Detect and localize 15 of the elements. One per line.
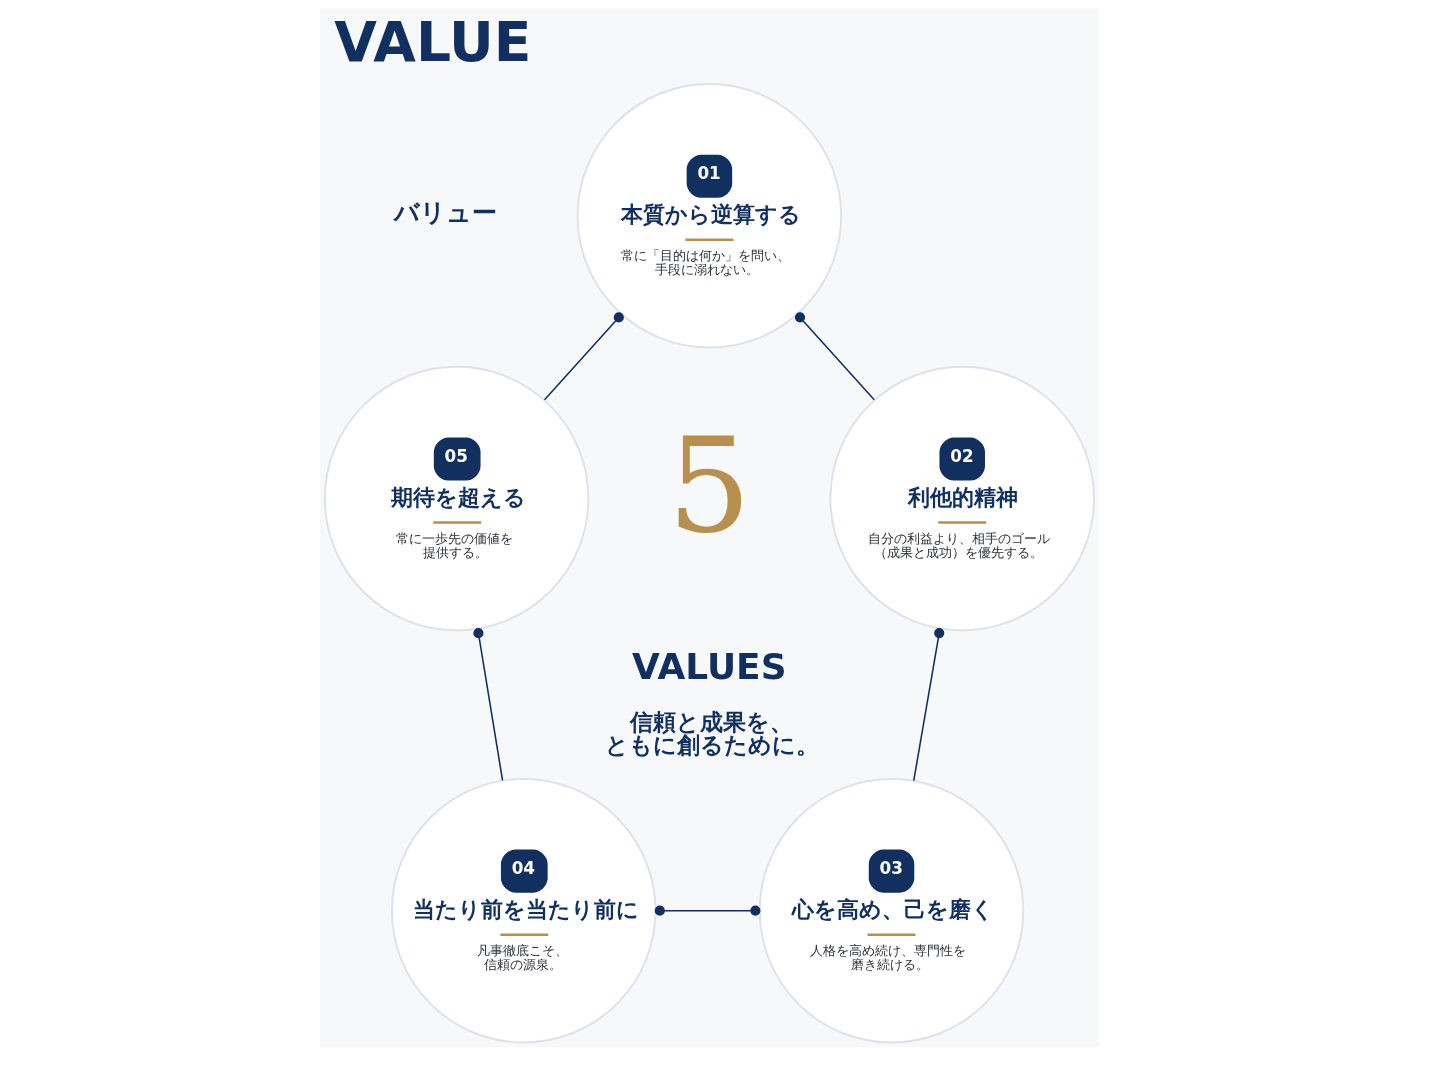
connector — [654, 905, 760, 916]
label: 信頼と成果を、ともに創るために。 — [604, 709, 819, 758]
node-circle: 05 期待を超える 常に一歩先の価値を提供する。 — [323, 365, 589, 632]
diagram-title: VALUE — [333, 9, 531, 74]
node-circle: 04 当たり前を当たり前に 凡事徹底こそ、信頼の源泉。 — [390, 777, 656, 1044]
connector — [912, 628, 944, 782]
connector — [794, 312, 875, 401]
node-circle: 03 心を高め、己を磨く 人格を高め続け、専門性を磨き続ける。 — [758, 777, 1024, 1044]
label: バリュー — [393, 197, 497, 227]
node-circle: 02 利他的精神 自分の利益より、相手のゴール（成果と成功）を優先する。 — [828, 365, 1095, 632]
label: VALUES — [631, 645, 787, 687]
connector — [543, 312, 624, 401]
node-circle: 01 本質から逆算する 常に「目的は何か」を問い、手段に溺れない。 — [576, 83, 842, 349]
label: 5 — [666, 409, 751, 563]
connector — [472, 628, 503, 782]
